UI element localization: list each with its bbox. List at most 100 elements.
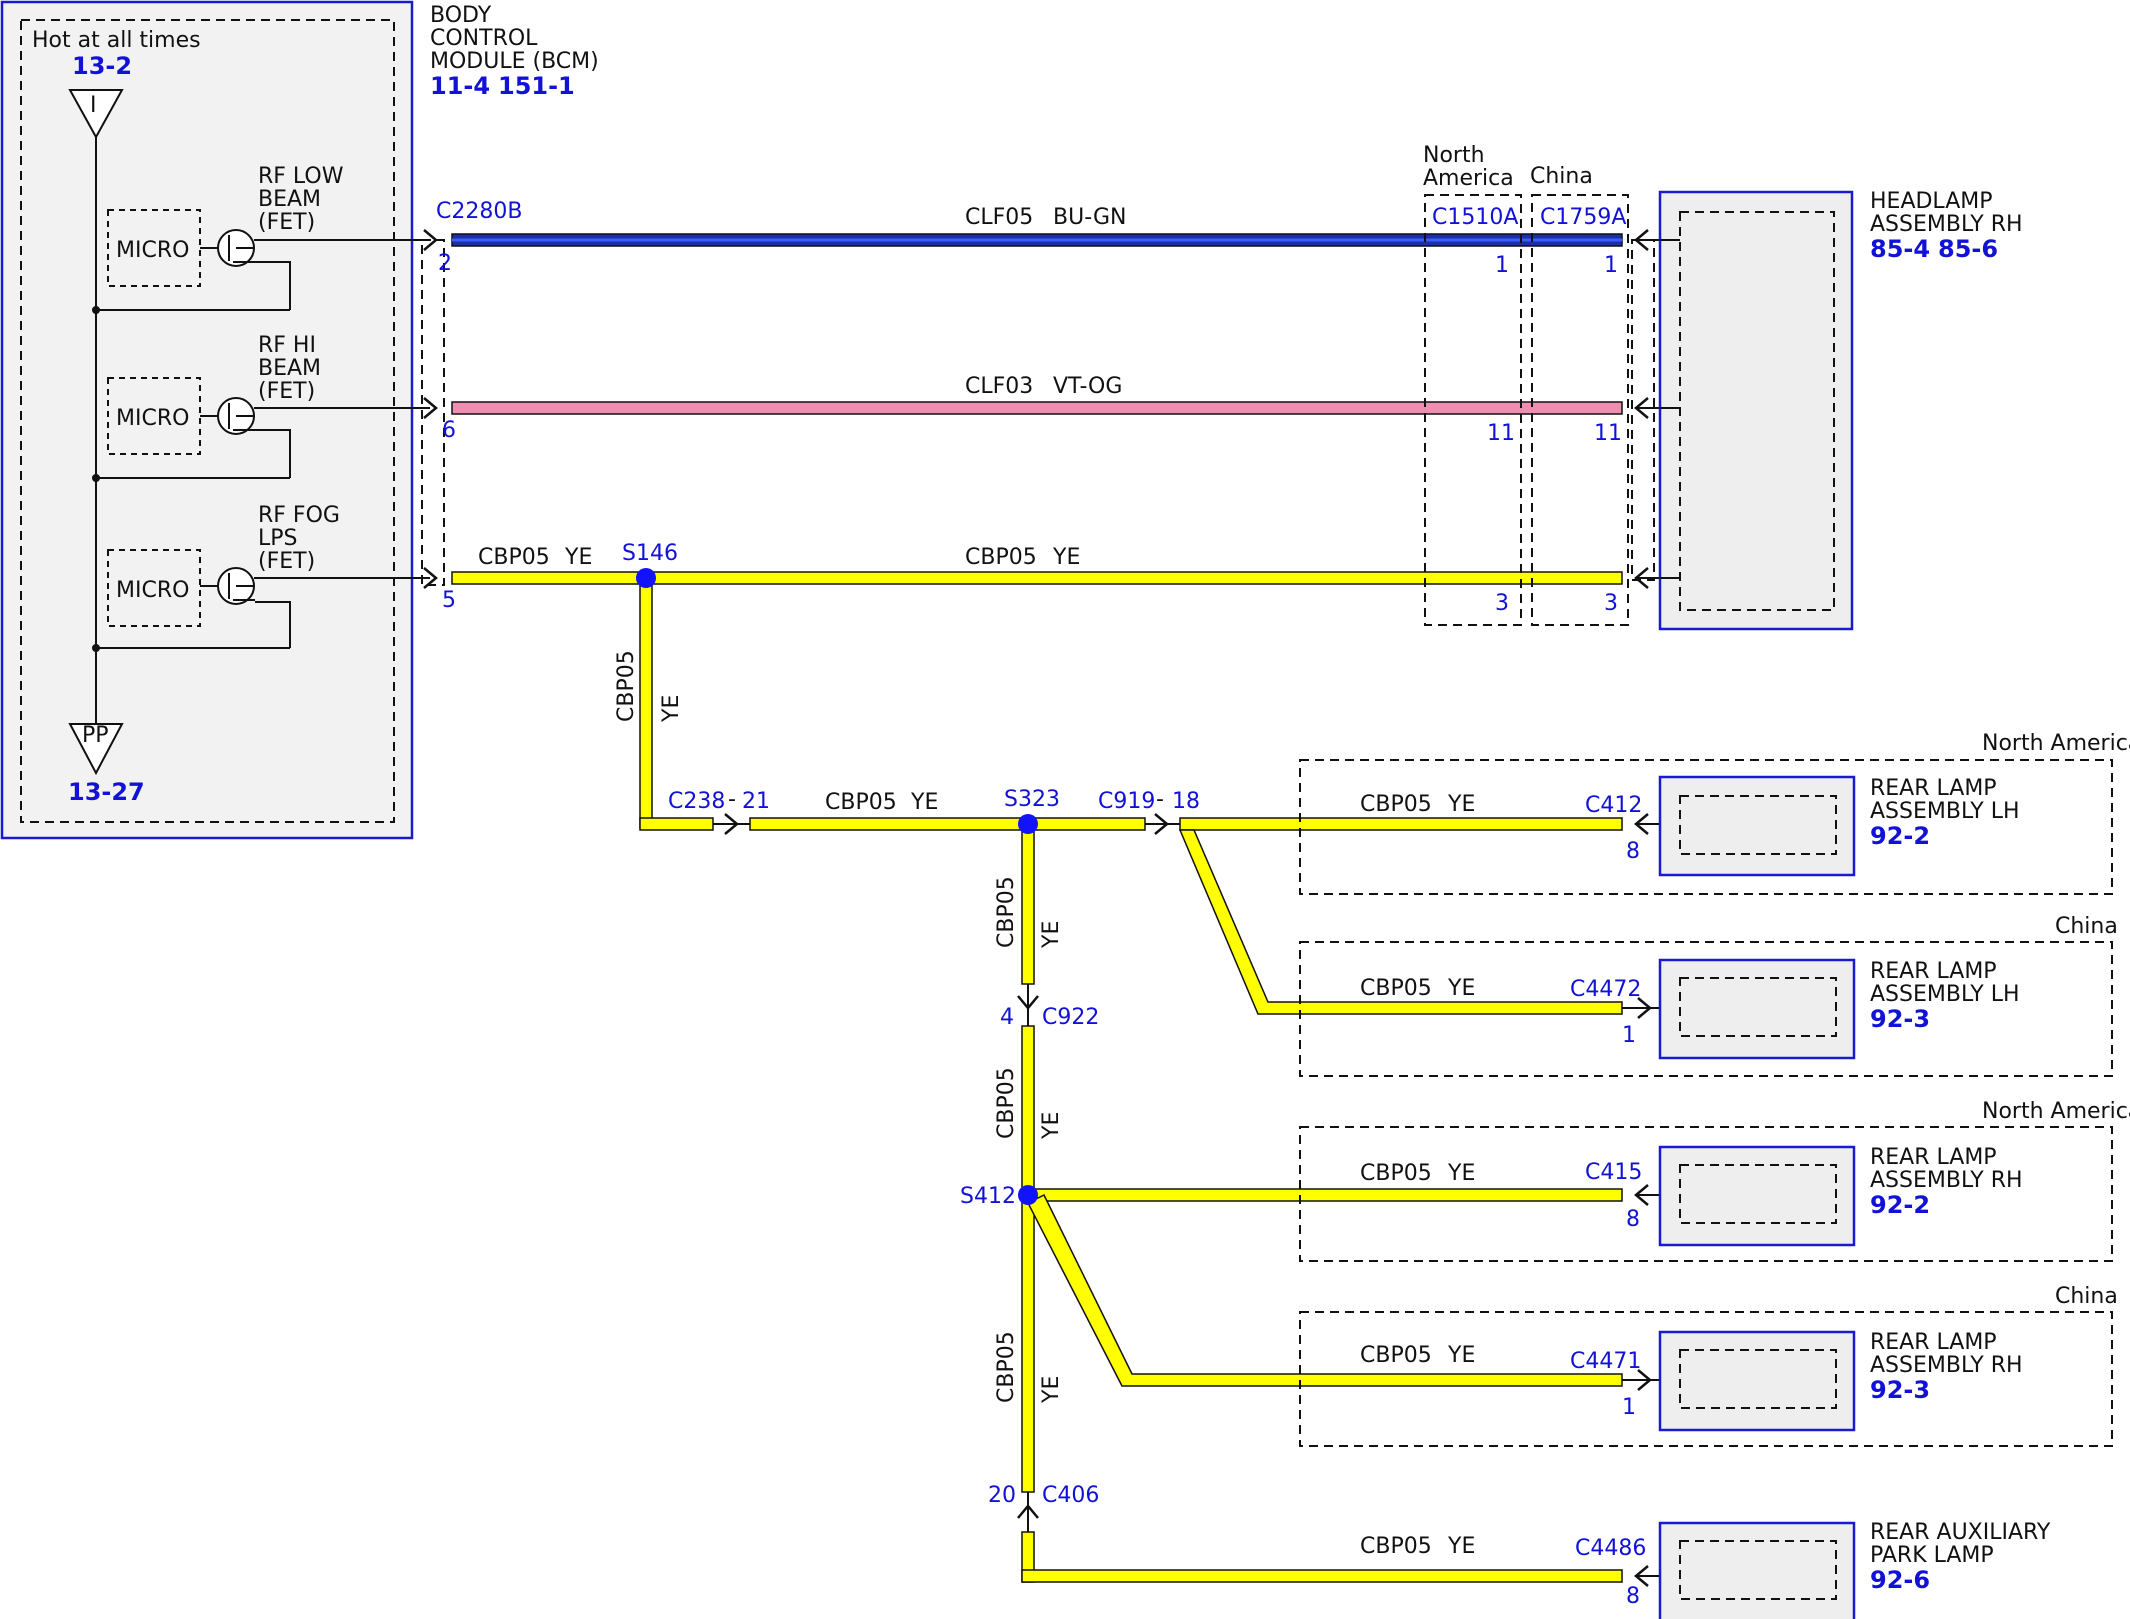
pin-6: 6 <box>442 418 456 443</box>
seg-color-label: YE <box>1447 976 1475 1001</box>
china-region-box <box>1531 194 1629 626</box>
c922-pin: 4 <box>1000 1005 1014 1030</box>
fog-circuit-label-2: CBP05 <box>965 545 1037 570</box>
ground-ref: 13-27 <box>68 778 145 806</box>
wire-clf03-circuit: CLF03 <box>965 374 1033 399</box>
vert-circuit-label: CBP05 <box>994 876 1019 948</box>
micro-label: MICRO <box>116 578 189 603</box>
seg-circuit-label: CBP05 <box>1360 1343 1432 1368</box>
c922-label: C922 <box>1042 1005 1099 1030</box>
ground-symbol: PP <box>82 723 109 748</box>
na-label-line1: North <box>1423 143 1485 168</box>
region-label: North America <box>1982 1099 2130 1124</box>
seg-color-label: YE <box>1447 1343 1475 1368</box>
load-title-line2: PARK LAMP <box>1870 1543 1994 1568</box>
connector-label: C412 <box>1585 793 1642 818</box>
load-title-line1: REAR LAMP <box>1870 776 1997 801</box>
hot-ref: 13-2 <box>72 52 132 80</box>
micro-label: MICRO <box>116 238 189 263</box>
c1510a-pin-11: 11 <box>1487 421 1515 446</box>
c1759a-pin-11: 11 <box>1594 421 1622 446</box>
c1759a-label: C1759A <box>1540 205 1626 230</box>
load-title-line2: ASSEMBLY RH <box>1870 1168 2023 1193</box>
region-label: China <box>2055 914 2118 939</box>
headlamp-ref1: 85-4 <box>1870 235 1930 263</box>
c406-label: C406 <box>1042 1483 1099 1508</box>
seg-circuit-label: CBP05 <box>1360 976 1432 1001</box>
micro-box <box>107 209 201 287</box>
load-ref: 92-2 <box>1870 1191 1930 1219</box>
fog-color-label-2: YE <box>1052 545 1080 570</box>
headlamp-title-line2: ASSEMBLY RH <box>1870 212 2023 237</box>
pin-label: 8 <box>1626 1584 1640 1609</box>
vert-color-label: YE <box>1039 921 1064 949</box>
region-box <box>1299 1126 2113 1262</box>
splice-s323-label: S323 <box>1004 787 1060 812</box>
c1759a-pin-3: 3 <box>1604 591 1618 616</box>
load-ref: 92-3 <box>1870 1376 1930 1404</box>
region-label: North America <box>1982 731 2130 756</box>
pin-2: 2 <box>438 251 452 276</box>
vert-color-label: YE <box>1039 1376 1064 1404</box>
headlamp-ref2: 85-6 <box>1938 235 1998 263</box>
yellow-wiring <box>451 571 1623 1583</box>
load-title-line1: REAR LAMP <box>1870 1330 1997 1355</box>
connector-label: C4471 <box>1570 1349 1641 1374</box>
load-rear-lamp-rh-na: North America C415 8 REAR LAMP ASSEMBLY … <box>1299 1099 2130 1262</box>
bcm-outer-box <box>0 0 414 840</box>
seg-color-label: YE <box>1447 1534 1475 1559</box>
splice-s323 <box>1018 814 1038 834</box>
connector-chevron <box>423 567 438 589</box>
north-america-region-box <box>1424 194 1522 626</box>
na-label-line2: America <box>1423 166 1514 191</box>
fet-label-line3: (FET) <box>258 549 315 574</box>
wire-clf05-color: BU-GN <box>1053 205 1126 230</box>
fet-label-line3: (FET) <box>258 379 315 404</box>
region-box <box>1299 759 2113 895</box>
micro-label: MICRO <box>116 406 189 431</box>
seg-color-label: YE <box>910 790 938 815</box>
connector-label: C4472 <box>1570 977 1641 1002</box>
fet-label-line1: RF LOW <box>258 164 344 189</box>
c2280b-label: C2280B <box>436 199 522 224</box>
wire-clf03 <box>451 401 1623 415</box>
micro-box <box>107 549 201 627</box>
body-control-module: Hot at all times 13-2 I PP 13-27 MICRO R… <box>0 0 599 840</box>
bcm-title-line3: MODULE (BCM) <box>430 49 599 74</box>
vert-circuit-label: CBP05 <box>994 1331 1019 1403</box>
connector-c922-chevron <box>1017 995 1039 1010</box>
seg-circuit-label: CBP05 <box>1360 792 1432 817</box>
c919-label: C919 <box>1098 789 1155 814</box>
pin-label: 8 <box>1626 839 1640 864</box>
region-label: China <box>2055 1284 2118 1309</box>
c2280b-dashed-box <box>421 239 445 586</box>
pin-label: 8 <box>1626 1207 1640 1232</box>
c1759a-pin-1: 1 <box>1604 253 1618 278</box>
headlamp-title-line1: HEADLAMP <box>1870 189 1993 214</box>
fet-label-line2: BEAM <box>258 356 321 381</box>
vert-circuit-label: CBP05 <box>614 650 639 722</box>
pin-label: 1 <box>1622 1395 1636 1420</box>
splice-s146 <box>636 568 656 588</box>
wire-clf03-color: VT-OG <box>1053 374 1122 399</box>
load-rear-lamp-lh-na: North America C412 8 REAR LAMP ASSEMBLY … <box>1299 731 2130 895</box>
bcm-title-line2: CONTROL <box>430 26 538 51</box>
china-label: China <box>1530 164 1593 189</box>
hot-at-all-times-label: Hot at all times <box>32 28 201 53</box>
pin-5: 5 <box>442 588 456 613</box>
fet-label-line1: RF FOG <box>258 503 340 528</box>
fet-channel-fog: MICRO RF FOG LPS (FET) <box>92 503 430 652</box>
load-title-line1: REAR AUXILIARY <box>1870 1520 2051 1545</box>
load-rear-lamp-lh-china: China C4472 1 REAR LAMP ASSEMBLY LH 92-3 <box>1299 914 2118 1077</box>
connector-chevron <box>423 397 438 419</box>
load-ref: 92-6 <box>1870 1566 1930 1594</box>
load-title-line1: REAR LAMP <box>1870 1145 1997 1170</box>
splice-s412 <box>1018 1185 1038 1205</box>
splice-s146-label: S146 <box>622 541 678 566</box>
c238-dash: - <box>728 787 736 812</box>
c238-label: C238 <box>668 789 725 814</box>
pin-label: 1 <box>1622 1023 1636 1048</box>
load-title-line2: ASSEMBLY RH <box>1870 1353 2023 1378</box>
bcm-inner-dashed-box <box>20 19 395 823</box>
